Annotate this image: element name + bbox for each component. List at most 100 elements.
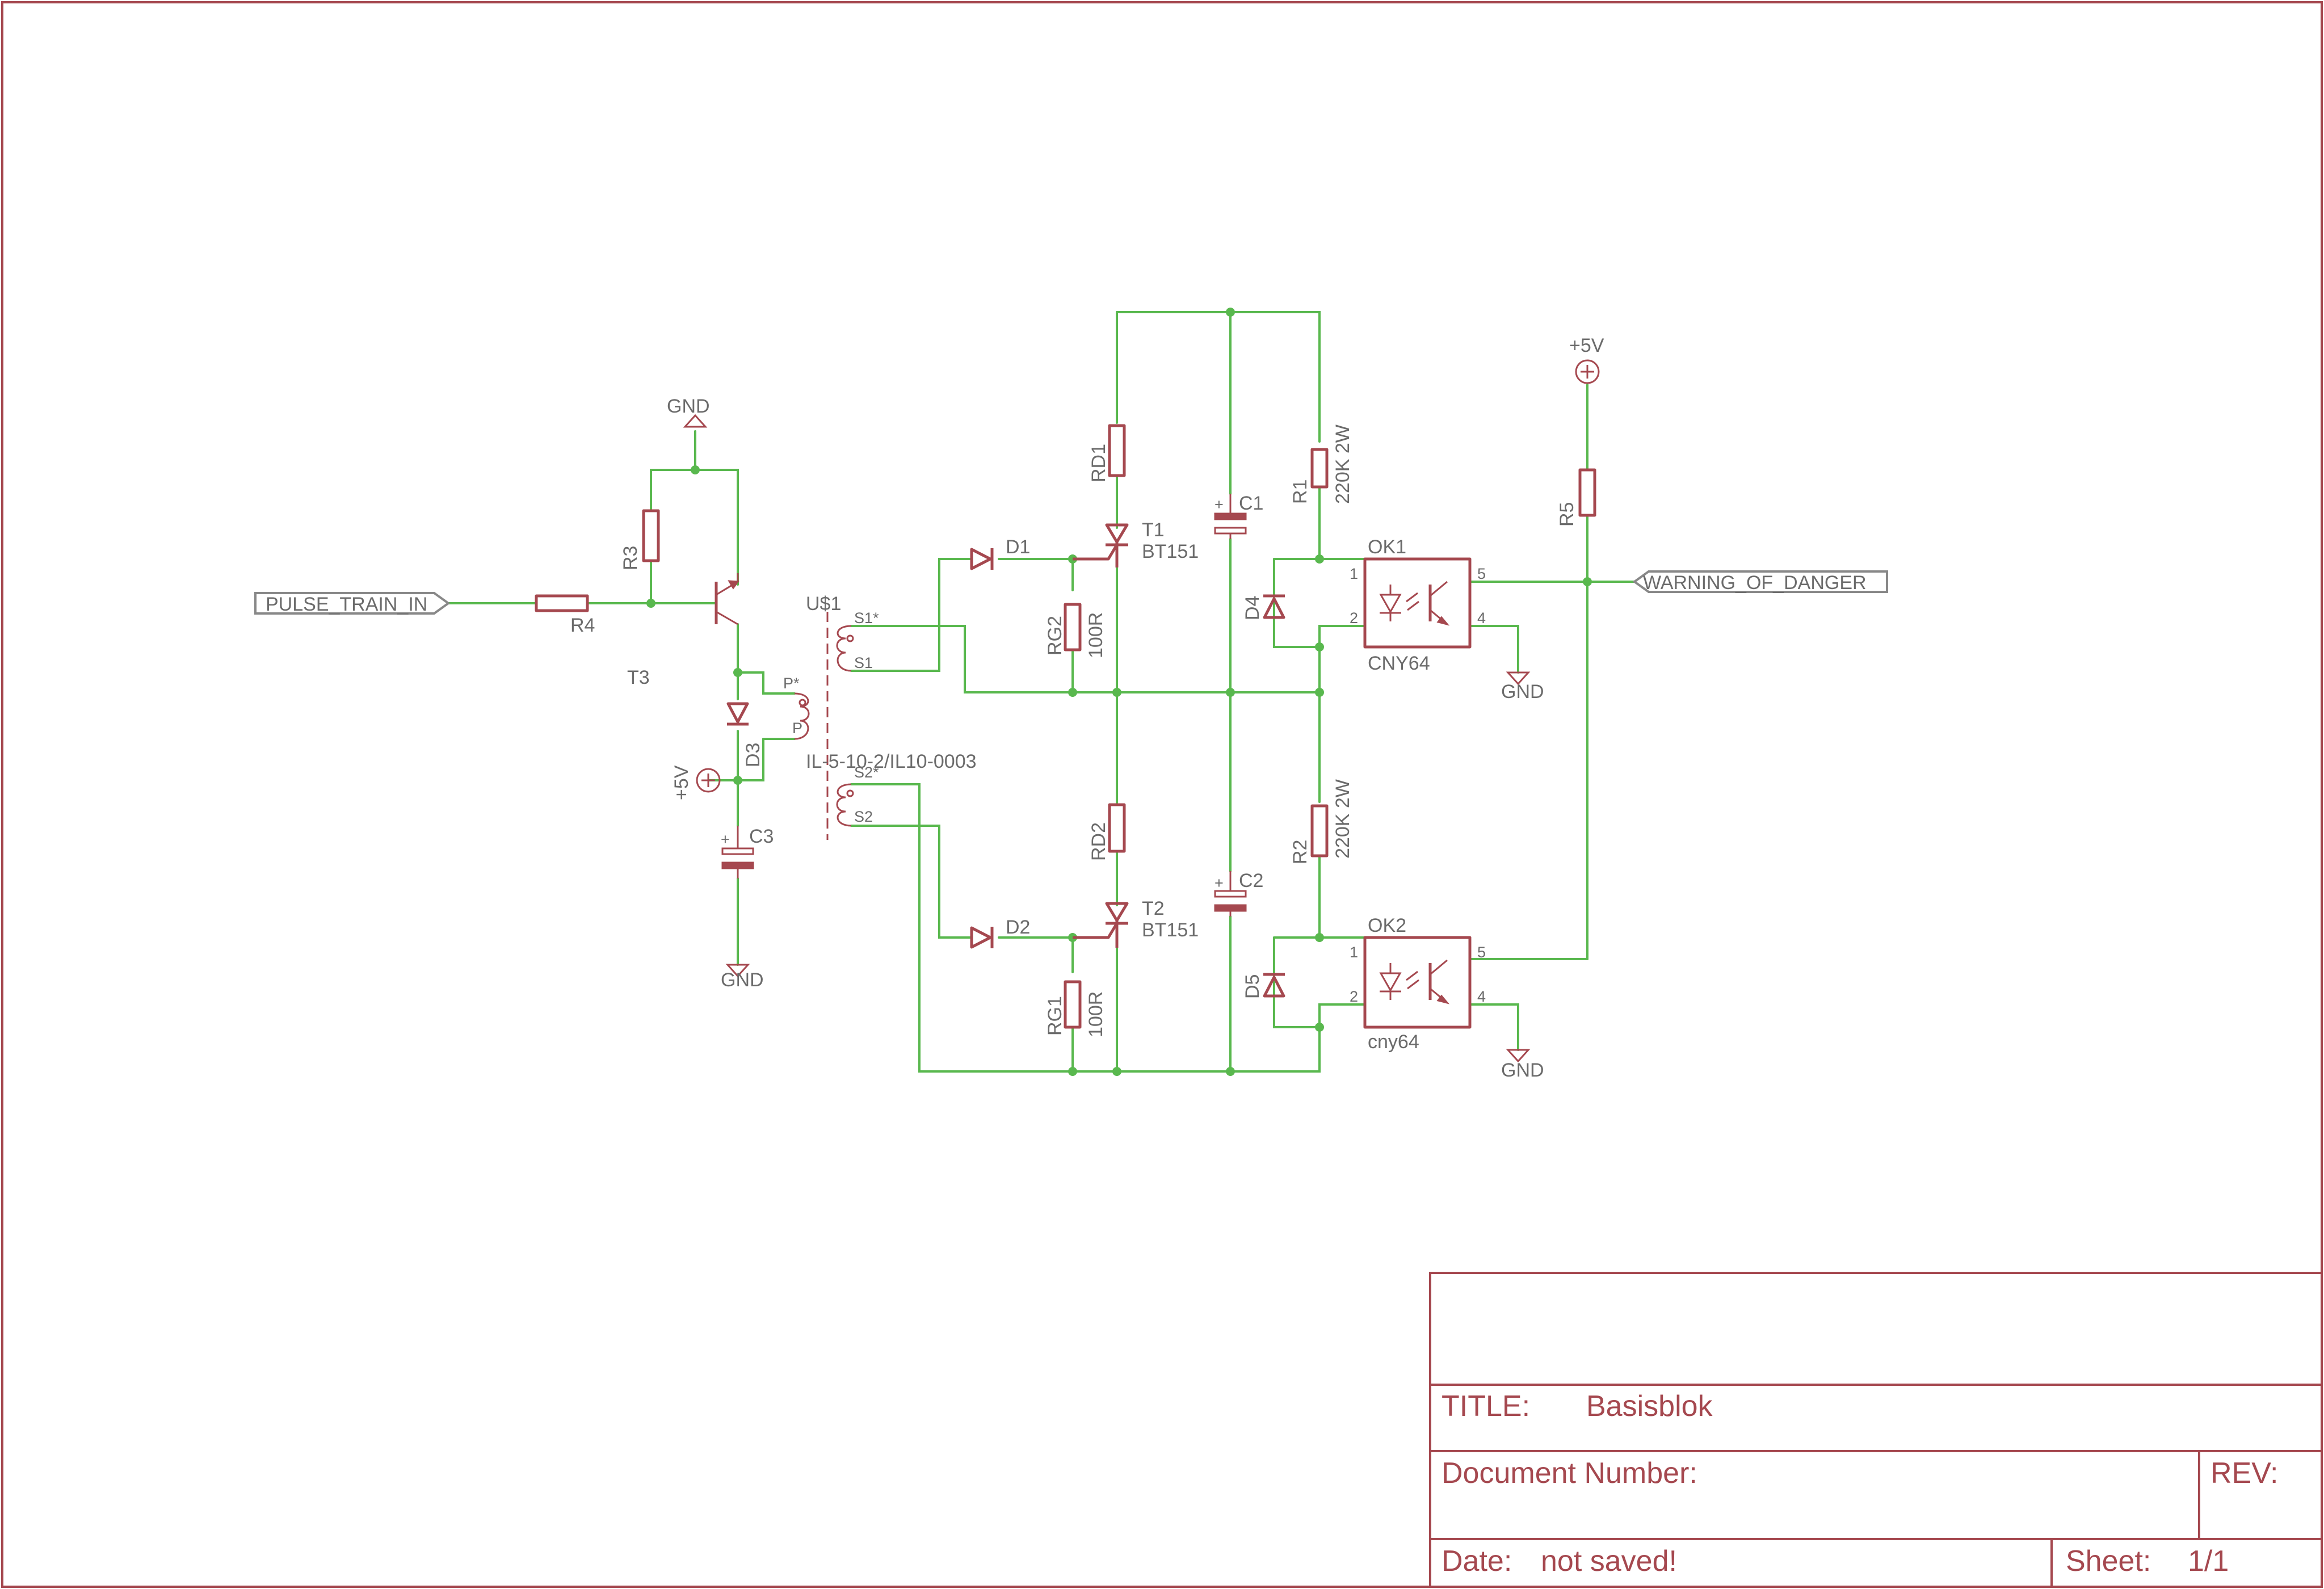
thyristor-t2: T2 BT151 <box>1073 898 1199 948</box>
svg-text:RG1: RG1 <box>1044 996 1066 1036</box>
svg-text:100R: 100R <box>1085 612 1107 658</box>
svg-text:D5: D5 <box>1242 974 1263 999</box>
svg-text:T3: T3 <box>627 667 650 688</box>
svg-text:C3: C3 <box>749 826 774 847</box>
optocoupler-ok1: OK1 CNY64 1 2 5 4 <box>1350 536 1486 674</box>
svg-text:R2: R2 <box>1289 840 1311 864</box>
svg-text:RG2: RG2 <box>1044 616 1066 655</box>
gnd-symbol-ok2: GND <box>1501 1049 1544 1081</box>
gnd-label: GND <box>667 396 710 417</box>
resistor-r3: R3 <box>620 509 660 570</box>
svg-text:R5: R5 <box>1556 502 1578 527</box>
junctions <box>646 308 1592 1076</box>
svg-text:+: + <box>721 831 730 848</box>
thyristor-t1: T1 BT151 <box>1073 519 1199 568</box>
resistor-rd2: RD2 <box>1088 803 1126 861</box>
capacitor-c2: + C2 <box>1214 870 1263 917</box>
date-value: not saved! <box>1541 1545 1677 1578</box>
svg-text:OK1: OK1 <box>1368 536 1406 558</box>
svg-text:4: 4 <box>1477 609 1486 627</box>
svg-text:P*: P* <box>783 675 800 692</box>
diode-d1: D1 <box>970 536 1030 570</box>
svg-text:RD1: RD1 <box>1088 444 1110 482</box>
diode-d3: D3 <box>726 702 764 767</box>
title-label: TITLE: <box>1442 1390 1530 1423</box>
svg-text:C1: C1 <box>1239 493 1263 514</box>
diode-d4: D4 <box>1242 594 1285 620</box>
transistor-t3: T3 <box>627 573 739 688</box>
svg-text:BT151: BT151 <box>1142 919 1199 941</box>
resistor-r4: R4 <box>535 594 595 636</box>
gnd-symbol-ok1: GND <box>1501 671 1544 703</box>
svg-text:D2: D2 <box>1006 917 1030 938</box>
svg-text:1: 1 <box>1350 565 1358 582</box>
resistor-rg1: RG1 100R <box>1044 980 1107 1037</box>
svg-text:IL-5-10-2/IL10-0003: IL-5-10-2/IL10-0003 <box>806 751 977 772</box>
svg-text:2: 2 <box>1350 609 1358 627</box>
port-pulse-train-in: PULSE_TRAIN_IN <box>254 592 451 615</box>
optocoupler-ok2: OK2 cny64 1 2 5 4 <box>1350 915 1486 1053</box>
svg-text:+: + <box>1214 496 1224 513</box>
rev-label: REV: <box>2210 1457 2278 1490</box>
gnd-label: GND <box>721 969 764 991</box>
capacitor-c3: + C3 <box>721 826 774 878</box>
transformer-u1: U$1 S1* S1 P* P IL-5-10-2/IL10-0003 S2* … <box>783 593 977 840</box>
resistor-rg2: RG2 100R <box>1044 603 1107 658</box>
svg-text:R1: R1 <box>1289 480 1311 504</box>
sheet-label: Sheet: <box>2066 1545 2151 1578</box>
document-number-label: Document Number: <box>1442 1457 1697 1490</box>
svg-text:5: 5 <box>1477 944 1486 961</box>
resistor-r5: R5 <box>1556 468 1596 527</box>
svg-text:C2: C2 <box>1239 870 1263 892</box>
svg-text:OK2: OK2 <box>1368 915 1406 936</box>
svg-text:D1: D1 <box>1006 536 1030 558</box>
port-warning-of-danger: WARNING_OF_DANGER <box>1632 570 1888 594</box>
svg-text:100R: 100R <box>1085 991 1107 1037</box>
svg-text:+: + <box>1214 875 1224 892</box>
svg-text:D4: D4 <box>1242 596 1263 620</box>
port-pulse-train-in-label: PULSE_TRAIN_IN <box>266 594 427 615</box>
port-warning-of-danger-label: WARNING_OF_DANGER <box>1643 572 1867 594</box>
svg-text:S1: S1 <box>854 654 873 671</box>
svg-text:4: 4 <box>1477 988 1486 1005</box>
svg-text:1: 1 <box>1350 944 1358 961</box>
svg-text:CNY64: CNY64 <box>1368 653 1430 674</box>
svg-text:R4: R4 <box>570 615 595 636</box>
svg-text:5: 5 <box>1477 565 1486 582</box>
svg-text:R3: R3 <box>620 546 641 570</box>
svg-text:BT151: BT151 <box>1142 541 1199 562</box>
gnd-symbol-c3: GND <box>721 964 764 991</box>
svg-text:T1: T1 <box>1142 519 1165 541</box>
svg-text:D3: D3 <box>742 743 764 767</box>
svg-text:S2: S2 <box>854 808 873 825</box>
gnd-symbol-t3: GND <box>667 396 710 428</box>
capacitor-c1: + C1 <box>1214 493 1263 539</box>
diode-d5: D5 <box>1242 973 1285 999</box>
svg-text:S2*: S2* <box>854 764 879 781</box>
svg-text:T2: T2 <box>1142 898 1165 919</box>
svg-text:RD2: RD2 <box>1088 822 1110 861</box>
svg-text:220K 2W: 220K 2W <box>1332 424 1354 504</box>
resistor-r1: R1 220K 2W <box>1289 424 1354 504</box>
title-value: Basisblok <box>1586 1390 1713 1423</box>
vcc-symbol-r5: +5V <box>1569 335 1604 384</box>
title-block: TITLE: Basisblok Document Number: REV: D… <box>1429 1272 2323 1588</box>
resistor-rd1: RD1 <box>1088 424 1126 482</box>
sheet-value: 1/1 <box>2188 1545 2229 1578</box>
vcc-label: +5V <box>671 765 692 800</box>
svg-text:U$1: U$1 <box>806 593 841 615</box>
svg-text:S1*: S1* <box>854 609 879 627</box>
svg-text:cny64: cny64 <box>1368 1031 1419 1053</box>
diode-d2: D2 <box>970 917 1030 949</box>
gnd-label: GND <box>1501 681 1544 703</box>
date-label: Date: <box>1442 1545 1512 1578</box>
resistor-r2: R2 220K 2W <box>1289 779 1354 864</box>
wires <box>447 311 1636 1073</box>
svg-text:P: P <box>792 720 802 737</box>
svg-text:220K 2W: 220K 2W <box>1332 779 1354 859</box>
gnd-label: GND <box>1501 1060 1544 1081</box>
svg-text:2: 2 <box>1350 988 1358 1005</box>
vcc-symbol-d3: +5V <box>671 765 721 800</box>
